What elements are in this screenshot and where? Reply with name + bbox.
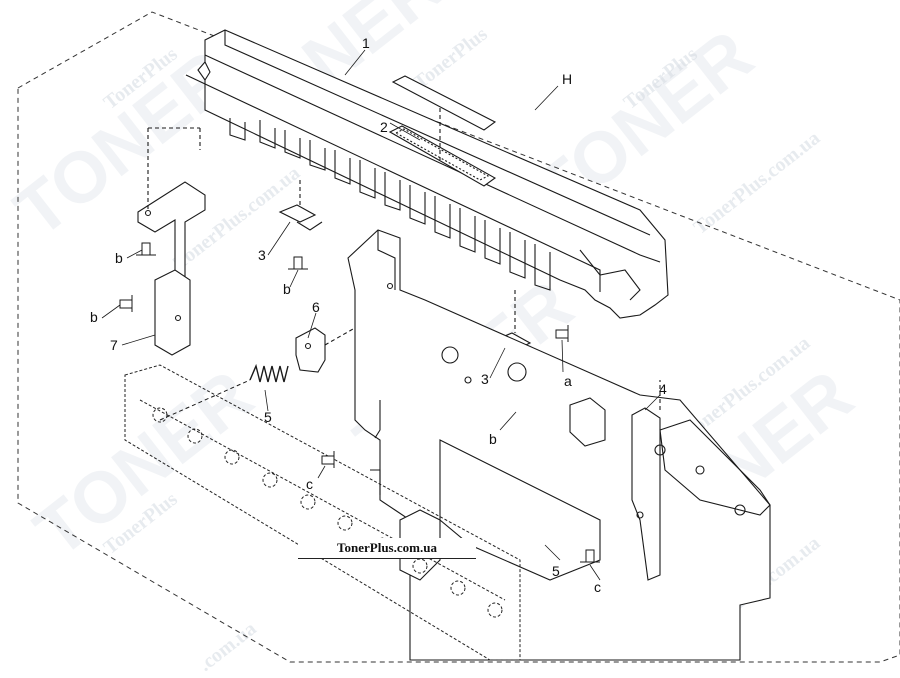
watermark-fragment: .com.ua: [195, 618, 261, 676]
source-caption: TonerPlus.com.ua: [298, 538, 476, 559]
callout-5: 5: [552, 563, 560, 579]
callout-leaders: [101, 49, 661, 581]
top-cover-part-1: [185, 29, 669, 319]
watermark-domain: TonerPlus.com.ua: [690, 127, 825, 239]
callout-b: b: [489, 431, 497, 447]
callout-labels: 1 H 2 3 b b 7 6 5 b 3 b a c 4 5 c: [90, 35, 667, 595]
callout-6: 6: [312, 299, 320, 315]
callout-b: b: [283, 281, 291, 297]
callout-3: 3: [258, 247, 266, 263]
callout-4: 4: [659, 381, 667, 397]
latch-part-6: [295, 304, 396, 373]
callout-1: 1: [362, 35, 370, 51]
screw-c: [321, 325, 600, 563]
callout-2: 2: [380, 119, 388, 135]
callout-b: b: [115, 250, 123, 266]
bracket-part-7: [137, 127, 206, 356]
callout-c: c: [594, 579, 601, 595]
callout-c: c: [306, 476, 313, 492]
callout-H: H: [562, 71, 572, 87]
callout-3: 3: [481, 371, 489, 387]
callout-b: b: [90, 309, 98, 325]
window-part-2: [388, 75, 497, 187]
callout-5: 5: [264, 409, 272, 425]
callout-a: a: [564, 373, 572, 389]
callout-7: 7: [110, 337, 118, 353]
bracket-part-4: [631, 380, 771, 581]
drive-roller-assembly: [124, 364, 521, 661]
